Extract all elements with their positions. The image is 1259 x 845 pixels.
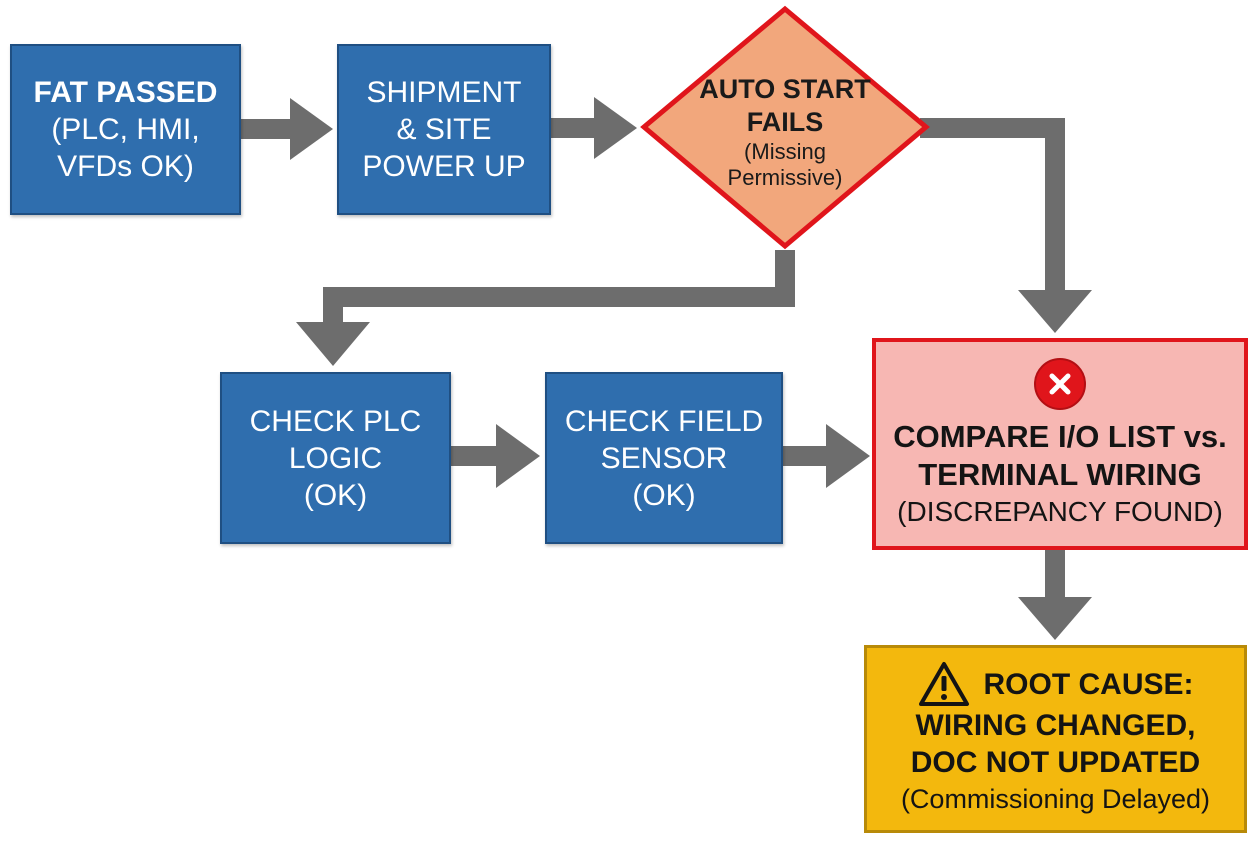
shipment-box: SHIPMENT & SITE POWER UP	[337, 44, 551, 215]
arrow-fat-to-shipment	[241, 98, 333, 160]
error-x-icon	[1034, 358, 1086, 410]
auto-start-note-1: (Missing	[744, 138, 826, 164]
root-cause-note: (Commissioning Delayed)	[900, 784, 1211, 814]
auto-start-decision: AUTO START FAILS (Missing Permissive)	[640, 5, 930, 250]
check-sensor-box: CHECK FIELD SENSOR (OK)	[545, 372, 783, 544]
warning-icon	[918, 662, 969, 706]
arrow-auto-start-to-check-plc	[296, 250, 795, 366]
auto-start-note-2: Permissive)	[727, 164, 843, 190]
root-cause-box: ROOT CAUSE: WIRING CHANGED, DOC NOT UPDA…	[864, 645, 1247, 833]
check-sensor-line-3: (OK)	[632, 478, 696, 512]
check-sensor-line-1: CHECK FIELD	[564, 404, 764, 438]
arrow-check-sensor-to-compare	[783, 424, 870, 488]
auto-start-title-1: AUTO START	[699, 73, 871, 104]
decision-diamond	[640, 5, 930, 250]
arrow-shipment-to-auto-start	[551, 97, 637, 159]
check-plc-line-2: LOGIC	[288, 441, 383, 475]
compare-note: (DISCREPANCY FOUND)	[897, 496, 1223, 527]
fat-line-2: (PLC, HMI,	[51, 113, 200, 146]
arrow-compare-to-root-cause	[1018, 550, 1092, 640]
check-plc-box: CHECK PLC LOGIC (OK)	[220, 372, 451, 544]
check-plc-line-3: (OK)	[303, 478, 368, 512]
fat-passed-box: FAT PASSED (PLC, HMI, VFDs OK)	[10, 44, 241, 215]
arrow-auto-start-to-compare	[920, 118, 1092, 333]
shipment-line-3: POWER UP	[362, 150, 526, 183]
fat-line-3: VFDs OK)	[57, 150, 194, 183]
fat-line-1: FAT PASSED	[33, 76, 218, 109]
root-cause-title-1: ROOT CAUSE:	[983, 667, 1194, 701]
auto-start-title-2: FAILS	[746, 106, 824, 137]
root-cause-title-3: DOC NOT UPDATED	[910, 746, 1201, 779]
check-sensor-line-2: SENSOR	[600, 441, 728, 475]
compare-title-1: COMPARE I/O LIST vs.	[893, 419, 1227, 454]
compare-title-2: TERMINAL WIRING	[918, 457, 1202, 492]
arrow-check-plc-to-check-sensor	[451, 424, 540, 488]
shipment-line-2: & SITE	[396, 113, 492, 146]
root-cause-title-2: WIRING CHANGED,	[915, 709, 1196, 742]
shipment-line-1: SHIPMENT	[366, 76, 522, 109]
compare-io-box: COMPARE I/O LIST vs. TERMINAL WIRING (DI…	[872, 338, 1248, 550]
check-plc-line-1: CHECK PLC	[249, 404, 422, 438]
